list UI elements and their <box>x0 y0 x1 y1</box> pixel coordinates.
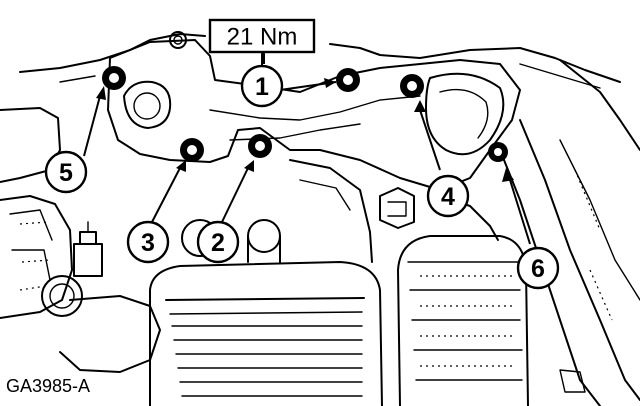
bolt-5-icon <box>102 66 126 90</box>
bolt-group <box>102 66 508 162</box>
bolt-2-icon <box>248 134 272 158</box>
callout-2: 2 <box>196 220 240 264</box>
callout-6: 6 <box>516 246 560 290</box>
callout-6-number: 6 <box>531 255 545 283</box>
callout-3-number: 3 <box>141 229 155 257</box>
leader-lines <box>83 48 531 245</box>
engine-block-outline <box>0 33 640 406</box>
callout-1-number: 1 <box>255 73 269 101</box>
bolt-4-icon <box>400 74 424 98</box>
bolt-6-icon <box>488 142 508 162</box>
callout-2-number: 2 <box>211 229 225 257</box>
callout-1: 1 <box>240 64 284 108</box>
callout-4-number: 4 <box>441 183 455 211</box>
callout-3: 3 <box>126 220 170 264</box>
bolt-3-icon <box>180 138 204 162</box>
torque-label: 21 Nm <box>227 24 298 51</box>
exhaust-pipe-assembly <box>149 159 529 406</box>
callout-4: 4 <box>426 174 470 218</box>
torque-spec-box: 21 Nm <box>208 18 316 66</box>
bolt-1-icon <box>336 68 360 92</box>
manifold-flange <box>107 31 521 191</box>
callout-5: 5 <box>44 150 88 194</box>
figure-code: GA3985-A <box>6 376 90 396</box>
callout-5-number: 5 <box>59 159 73 187</box>
